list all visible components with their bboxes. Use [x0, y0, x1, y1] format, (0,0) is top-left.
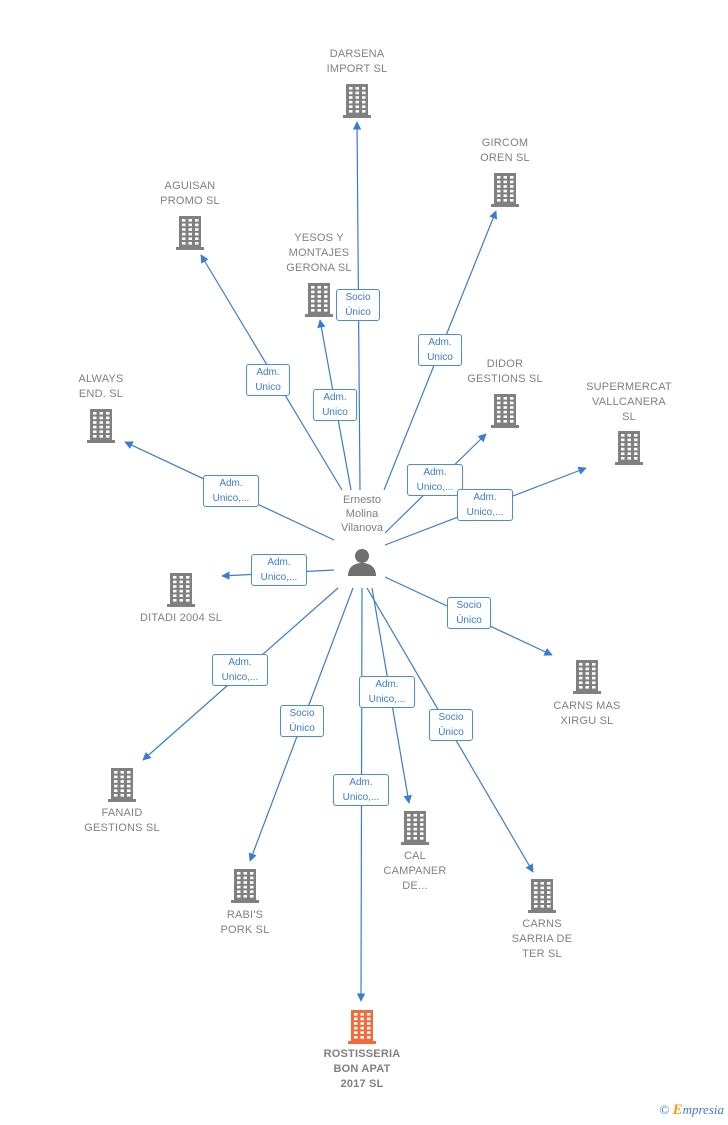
- company-label-wrap-rostisseria[interactable]: ROSTISSERIA BON APAT 2017 SL: [302, 1047, 422, 1092]
- relation-label[interactable]: Socio Único: [447, 597, 491, 629]
- relation-label[interactable]: Socio Único: [280, 705, 324, 737]
- building-icon: [343, 84, 371, 118]
- building-icon: [573, 660, 601, 694]
- company-node-yesos[interactable]: [259, 283, 379, 317]
- company-node-gircom[interactable]: [445, 173, 565, 207]
- company-node-darsena[interactable]: [297, 84, 417, 118]
- company-label-wrap-supermercat[interactable]: SUPERMERCAT VALLCANERA SL: [569, 380, 689, 425]
- building-icon: [491, 173, 519, 207]
- brand-initial: E: [672, 1102, 683, 1118]
- copyright-symbol: ©: [659, 1102, 670, 1117]
- relation-label[interactable]: Adm. Unico,...: [212, 654, 268, 686]
- building-icon: [305, 283, 333, 317]
- building-icon: [176, 216, 204, 250]
- company-name: CARNS MAS XIRGU SL: [553, 700, 621, 727]
- company-name: FANAID GESTIONS SL: [84, 807, 160, 834]
- company-label-wrap-yesos[interactable]: YESOS Y MONTAJES GERONA SL: [259, 231, 379, 276]
- company-label-wrap-aguisan[interactable]: AGUISAN PROMO SL: [130, 179, 250, 209]
- company-name: RABI'S PORK SL: [220, 909, 270, 936]
- relation-label[interactable]: Socio Único: [429, 709, 473, 741]
- company-name: ALWAYS END. SL: [78, 373, 124, 400]
- building-icon: [528, 879, 556, 913]
- company-node-fanaid[interactable]: [62, 768, 182, 802]
- person-icon: [348, 549, 376, 576]
- company-label-wrap-gircom[interactable]: GIRCOM OREN SL: [445, 136, 565, 166]
- copyright-notice: © Empresia: [659, 1102, 724, 1119]
- building-icon: [108, 768, 136, 802]
- company-name: GIRCOM OREN SL: [480, 137, 530, 164]
- relation-label[interactable]: Adm. Unico: [418, 334, 462, 366]
- company-name: DIDOR GESTIONS SL: [467, 358, 543, 385]
- person-node[interactable]: Ernesto Molina Vilanova: [317, 493, 407, 577]
- company-label-wrap-darsena[interactable]: DARSENA IMPORT SL: [297, 47, 417, 77]
- company-node-rostisseria[interactable]: [302, 1010, 422, 1044]
- relation-label[interactable]: Adm. Unico,...: [407, 464, 463, 496]
- company-name: YESOS Y MONTAJES GERONA SL: [286, 232, 352, 274]
- company-node-aguisan[interactable]: [130, 216, 250, 250]
- company-label-wrap-didor[interactable]: DIDOR GESTIONS SL: [445, 357, 565, 387]
- brand-name: mpresia: [682, 1102, 724, 1117]
- relation-label[interactable]: Adm. Unico,...: [457, 489, 513, 521]
- company-label-wrap-fanaid[interactable]: FANAID GESTIONS SL: [62, 806, 182, 836]
- relation-label[interactable]: Adm. Unico,...: [251, 554, 307, 586]
- company-node-ditadi[interactable]: [121, 573, 241, 607]
- person-name: Ernesto Molina Vilanova: [341, 494, 383, 534]
- company-label-wrap-calcampaner[interactable]: CAL CAMPANER DE...: [355, 849, 475, 894]
- relation-label[interactable]: Adm. Unico,...: [203, 475, 259, 507]
- building-icon: [615, 431, 643, 465]
- company-name: AGUISAN PROMO SL: [160, 180, 220, 207]
- building-icon: [348, 1010, 376, 1044]
- company-name: CAL CAMPANER DE...: [383, 850, 447, 892]
- relation-label[interactable]: Adm. Unico: [313, 389, 357, 421]
- building-icon: [401, 811, 429, 845]
- company-node-rabis[interactable]: [185, 869, 305, 903]
- relation-label[interactable]: Adm. Unico,...: [333, 774, 389, 806]
- company-label-wrap-carnsmas[interactable]: CARNS MAS XIRGU SL: [527, 699, 647, 729]
- building-icon: [167, 573, 195, 607]
- company-label-wrap-ditadi[interactable]: DITADI 2004 SL: [121, 611, 241, 626]
- company-label-wrap-rabis[interactable]: RABI'S PORK SL: [185, 908, 305, 938]
- company-name: CARNS SARRIA DE TER SL: [511, 918, 573, 960]
- company-name: DITADI 2004 SL: [139, 612, 223, 624]
- company-node-calcampaner[interactable]: [355, 811, 475, 845]
- company-node-supermercat[interactable]: [569, 431, 689, 465]
- relation-label[interactable]: Socio Único: [336, 289, 380, 321]
- company-node-carnsmas[interactable]: [527, 660, 647, 694]
- company-name: DARSENA IMPORT SL: [326, 48, 388, 75]
- company-label-wrap-carnssarria[interactable]: CARNS SARRIA DE TER SL: [482, 917, 602, 962]
- building-icon: [231, 869, 259, 903]
- company-node-always[interactable]: [41, 409, 161, 443]
- relation-label[interactable]: Adm. Unico,...: [359, 676, 415, 708]
- company-node-carnssarria[interactable]: [482, 879, 602, 913]
- relation-label[interactable]: Adm. Unico: [246, 364, 290, 396]
- company-node-didor[interactable]: [445, 394, 565, 428]
- company-name: ROSTISSERIA BON APAT 2017 SL: [323, 1048, 401, 1090]
- building-icon: [87, 409, 115, 443]
- building-icon: [491, 394, 519, 428]
- company-name: SUPERMERCAT VALLCANERA SL: [586, 381, 672, 423]
- company-label-wrap-always[interactable]: ALWAYS END. SL: [41, 372, 161, 402]
